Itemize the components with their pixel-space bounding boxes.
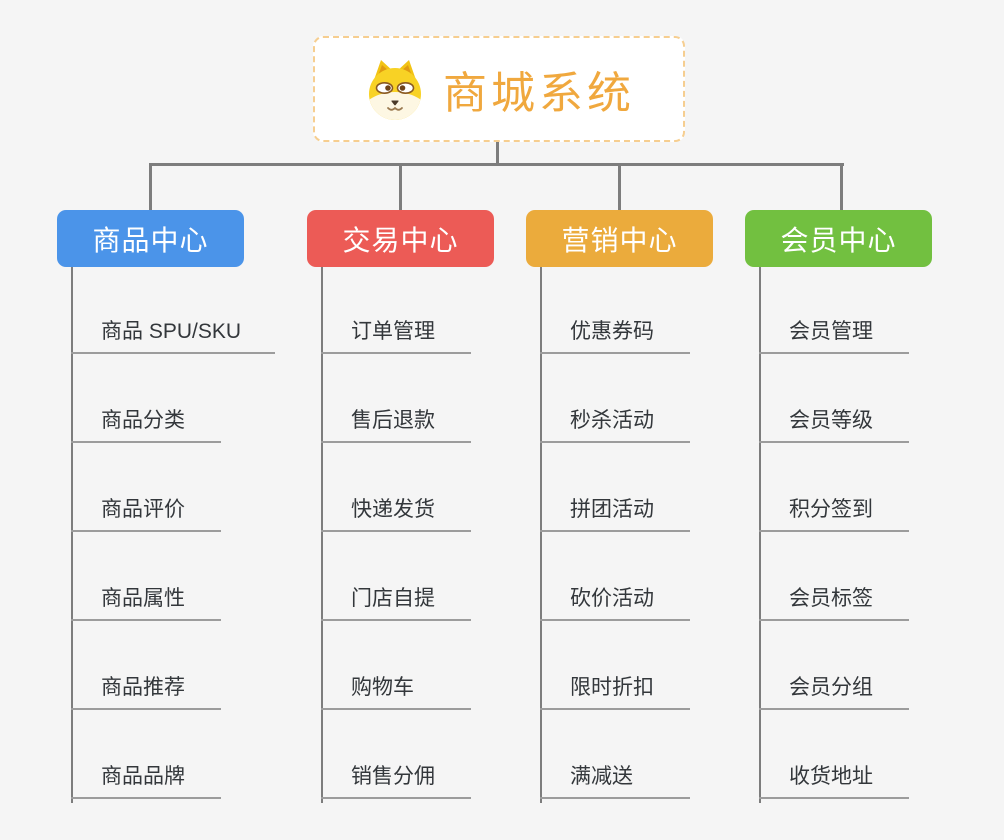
branch-spine-line xyxy=(540,267,542,803)
leaf-node[interactable]: 门店自提 xyxy=(321,532,471,621)
branch-node-label[interactable]: 交易中心 xyxy=(307,210,494,267)
branch-spine-line xyxy=(71,267,73,803)
root-node[interactable]: 商城系统 xyxy=(313,36,685,142)
connector-root-drop xyxy=(496,141,499,165)
connector-branch-drop xyxy=(618,163,621,210)
leaf-node[interactable]: 销售分佣 xyxy=(321,710,471,799)
leaf-node[interactable]: 秒杀活动 xyxy=(540,354,690,443)
root-title: 商城系统 xyxy=(443,69,635,118)
connector-trunk-line xyxy=(149,163,844,166)
leaf-list: 订单管理 售后退款 快递发货 门店自提 购物车 销售分佣 xyxy=(321,267,471,799)
connector-branch-drop xyxy=(840,163,843,210)
branch-product-center: 商品中心 商品 SPU/SKU 商品分类 商品评价 商品属性 商品推荐 商品品牌 xyxy=(57,210,276,803)
branch-spine-line xyxy=(759,267,761,803)
leaf-node[interactable]: 商品分类 xyxy=(71,354,221,443)
connector-branch-drop xyxy=(399,163,402,210)
leaf-node[interactable]: 砍价活动 xyxy=(540,532,690,621)
leaf-node[interactable]: 会员等级 xyxy=(759,354,909,443)
shiba-dog-icon xyxy=(369,60,421,120)
leaf-node[interactable]: 售后退款 xyxy=(321,354,471,443)
leaf-node[interactable]: 快递发货 xyxy=(321,443,471,532)
branch-marketing-center: 营销中心 优惠券码 秒杀活动 拼团活动 砍价活动 限时折扣 满减送 xyxy=(526,210,713,803)
leaf-node[interactable]: 订单管理 xyxy=(321,267,471,354)
branch-trade-center: 交易中心 订单管理 售后退款 快递发货 门店自提 购物车 销售分佣 xyxy=(307,210,494,803)
leaf-node[interactable]: 商品 SPU/SKU xyxy=(71,267,276,354)
branch-node-label[interactable]: 营销中心 xyxy=(526,210,713,267)
leaf-node[interactable]: 积分签到 xyxy=(759,443,909,532)
connector-branch-drop xyxy=(149,163,152,210)
branch-member-center: 会员中心 会员管理 会员等级 积分签到 会员标签 会员分组 收货地址 xyxy=(745,210,932,803)
leaf-list: 会员管理 会员等级 积分签到 会员标签 会员分组 收货地址 xyxy=(759,267,909,799)
leaf-node[interactable]: 商品推荐 xyxy=(71,621,221,710)
leaf-node[interactable]: 收货地址 xyxy=(759,710,909,799)
leaf-node[interactable]: 商品评价 xyxy=(71,443,221,532)
leaf-node[interactable]: 拼团活动 xyxy=(540,443,690,532)
leaf-node[interactable]: 满减送 xyxy=(540,710,690,799)
leaf-node[interactable]: 限时折扣 xyxy=(540,621,690,710)
leaf-node[interactable]: 购物车 xyxy=(321,621,471,710)
leaf-list: 优惠券码 秒杀活动 拼团活动 砍价活动 限时折扣 满减送 xyxy=(540,267,690,799)
leaf-node[interactable]: 商品品牌 xyxy=(71,710,221,799)
leaf-node[interactable]: 会员分组 xyxy=(759,621,909,710)
leaf-list: 商品 SPU/SKU 商品分类 商品评价 商品属性 商品推荐 商品品牌 xyxy=(71,267,276,799)
leaf-node[interactable]: 优惠券码 xyxy=(540,267,690,354)
branch-spine-line xyxy=(321,267,323,803)
branch-node-label[interactable]: 会员中心 xyxy=(745,210,932,267)
leaf-node[interactable]: 商品属性 xyxy=(71,532,221,621)
leaf-node[interactable]: 会员管理 xyxy=(759,267,909,354)
leaf-node[interactable]: 会员标签 xyxy=(759,532,909,621)
branch-node-label[interactable]: 商品中心 xyxy=(57,210,244,267)
